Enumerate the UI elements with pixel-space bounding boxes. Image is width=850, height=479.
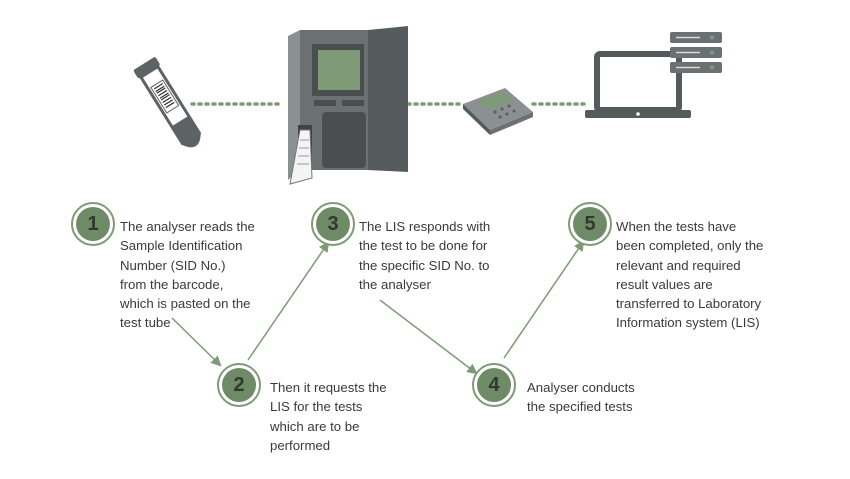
step-description: When the tests have been completed, only… <box>616 217 763 333</box>
step-text-line: relevant and required <box>616 257 741 273</box>
step-text-line: been completed, only the <box>616 238 764 254</box>
step-text-line: the test to be done for <box>359 238 488 254</box>
test-tube-icon <box>133 57 202 148</box>
step-text-line: Number (SID No.) <box>120 257 226 273</box>
step-description: The LIS responds with the test to be don… <box>359 217 490 294</box>
step-number: 5 <box>573 207 607 241</box>
server-icon <box>670 32 722 73</box>
step-text-line: Analyser conducts <box>527 380 635 395</box>
step-text-line: which is pasted on the <box>120 296 251 312</box>
step-number-badge: 4 <box>472 363 516 407</box>
workflow-arrows <box>171 240 585 375</box>
step-description: The analyser reads the Sample Identifica… <box>120 217 255 333</box>
step-number: 2 <box>222 368 256 402</box>
step-text-line: Then it requests the <box>270 380 387 395</box>
step-description: Analyser conducts the specified tests <box>527 378 635 417</box>
step-text-line: transferred to Laboratory <box>616 296 762 312</box>
step-number-badge: 5 <box>568 202 612 246</box>
step-text-line: from the barcode, <box>120 276 224 292</box>
step-text-line: When the tests have <box>616 219 737 234</box>
step-text-line: performed <box>270 437 331 453</box>
step-text-line: Information system (LIS) <box>616 315 760 331</box>
analyser-icon <box>288 26 408 185</box>
step-number-badge: 3 <box>311 202 355 246</box>
step-text-line: LIS for the tests <box>270 399 363 415</box>
step-number: 4 <box>477 368 511 402</box>
step-text-line: result values are <box>616 276 713 292</box>
step-text-line: test tube <box>120 315 171 331</box>
step-number: 1 <box>76 207 110 241</box>
step-number-badge: 1 <box>71 202 115 246</box>
step-text-line: which are to be <box>270 418 360 434</box>
step-description: Then it requests the LIS for the tests w… <box>270 378 387 455</box>
step-text-line: Sample Identification <box>120 238 243 254</box>
step-text-line: the analyser <box>359 276 431 292</box>
interface-box-icon <box>463 88 533 135</box>
step-number: 3 <box>316 207 350 241</box>
step-text-line: the specific SID No. to <box>359 257 490 273</box>
step-text-line: The LIS responds with <box>359 219 491 234</box>
laptop-icon <box>585 51 691 118</box>
step-number-badge: 2 <box>217 363 261 407</box>
step-text-line: the specified tests <box>527 399 633 415</box>
step-text-line: The analyser reads the <box>120 219 255 234</box>
